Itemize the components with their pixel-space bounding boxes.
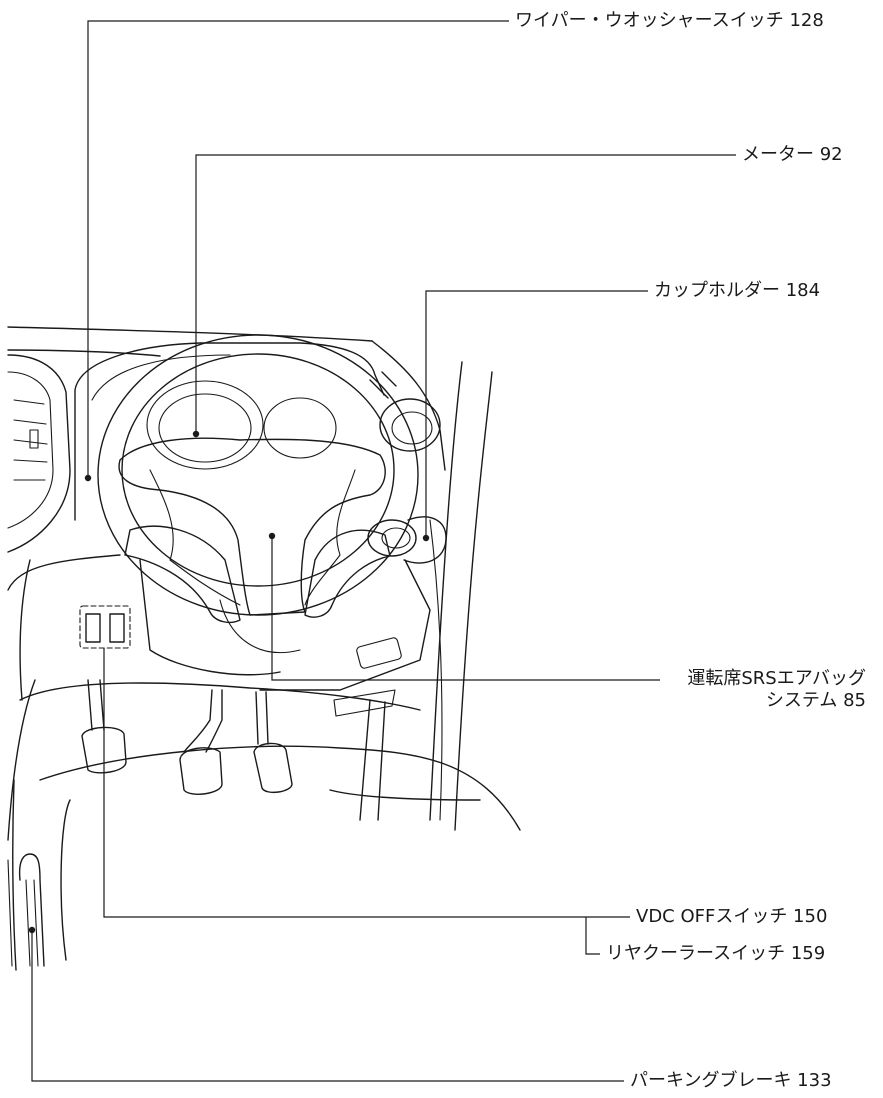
callout-cup-holder: カップホルダー 184	[648, 280, 821, 302]
callout-rear-cooler-switch: リヤクーラースイッチ 159	[600, 943, 826, 965]
callout-meter: メーター 92	[736, 144, 843, 166]
dashboard-line-art	[7, 326, 521, 971]
leader-lines	[28, 20, 736, 1082]
callout-airbag-line2: システム 85	[765, 690, 866, 711]
callout-driver-srs-airbag: 運転席SRSエアバッグ システム 85	[660, 668, 866, 712]
callout-parking-brake: パーキングブレーキ 133	[624, 1070, 832, 1092]
callout-airbag-line1: 運転席SRSエアバッグ	[687, 668, 866, 689]
callout-vdc-off-switch: VDC OFFスイッチ 150	[630, 906, 828, 928]
callout-wiper-washer-switch: ワイパー・ウオッシャースイッチ 128	[509, 10, 824, 32]
